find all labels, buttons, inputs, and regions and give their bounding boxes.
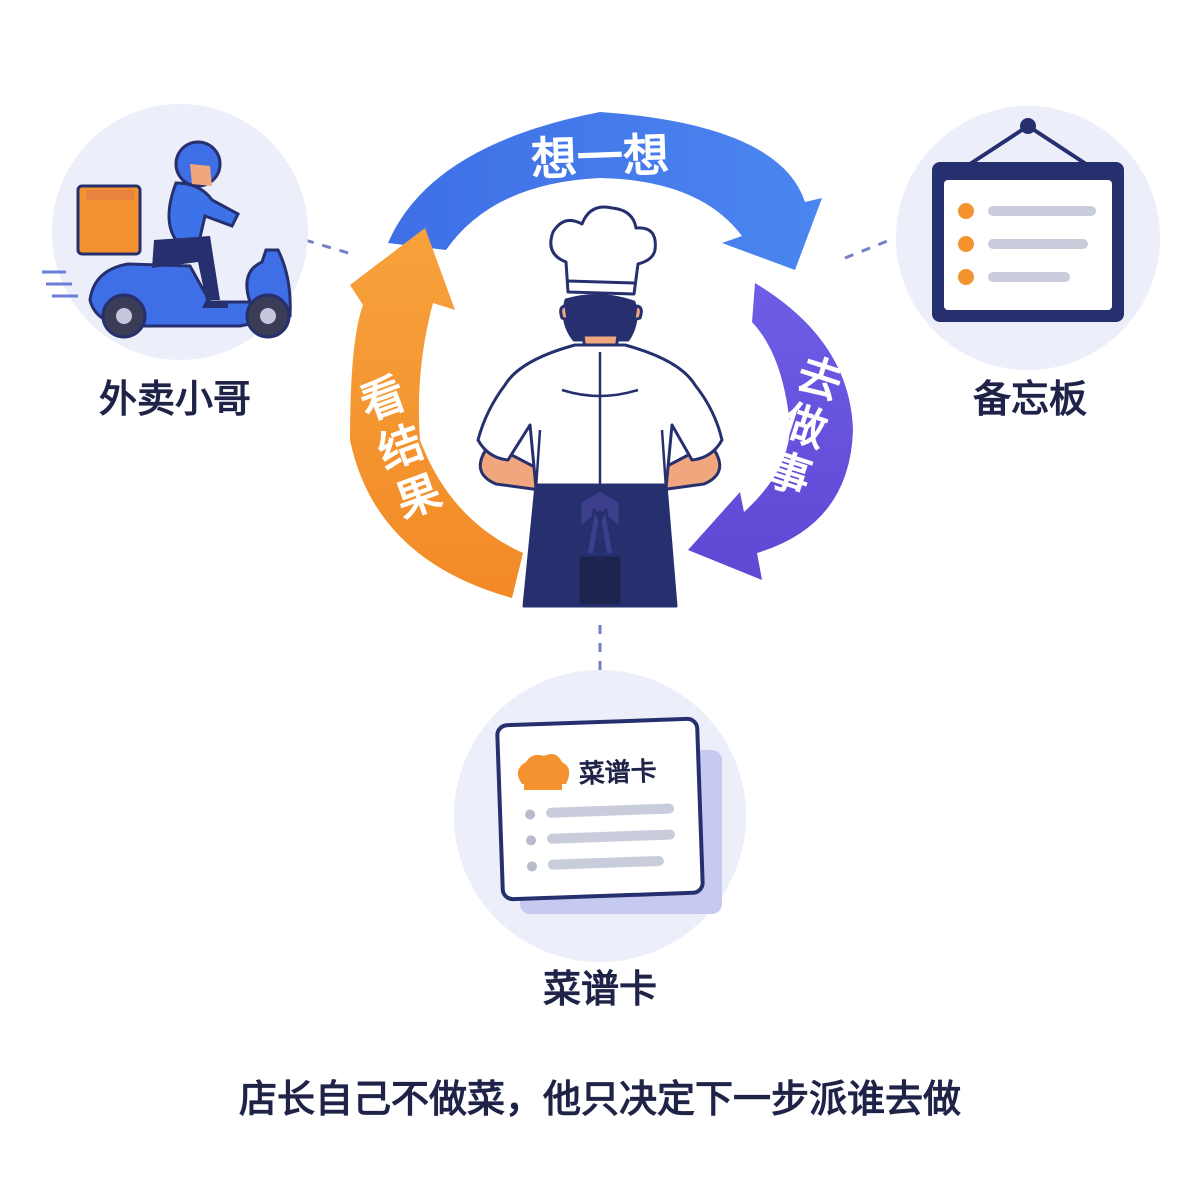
board-node xyxy=(896,106,1160,370)
memo-board-icon xyxy=(932,118,1124,322)
connector-board xyxy=(844,236,896,260)
delivery-box-icon xyxy=(76,184,142,256)
think-arrow xyxy=(388,112,822,270)
think-label: 想一想 xyxy=(530,128,670,187)
board-label: 备忘板 xyxy=(972,377,1087,421)
recipe-card-icon: 菜谱卡 xyxy=(495,716,722,914)
recipe-card-title: 菜谱卡 xyxy=(577,756,657,790)
chef-hat-small-icon xyxy=(517,754,570,790)
recipe-label: 菜谱卡 xyxy=(542,967,657,1011)
chef-hat-icon xyxy=(549,205,657,296)
caption: 店长自己不做菜，他只决定下一步派谁去做 xyxy=(238,1077,961,1121)
rider-label: 外卖小哥 xyxy=(98,377,251,421)
observe-arrow xyxy=(350,228,523,598)
connector-rider xyxy=(304,238,356,257)
rider-node xyxy=(42,104,308,360)
recipe-node: 菜谱卡 xyxy=(454,670,746,962)
courier-scooter-icon xyxy=(42,140,292,339)
chef-figure xyxy=(476,205,724,608)
act-arrow xyxy=(688,283,853,580)
